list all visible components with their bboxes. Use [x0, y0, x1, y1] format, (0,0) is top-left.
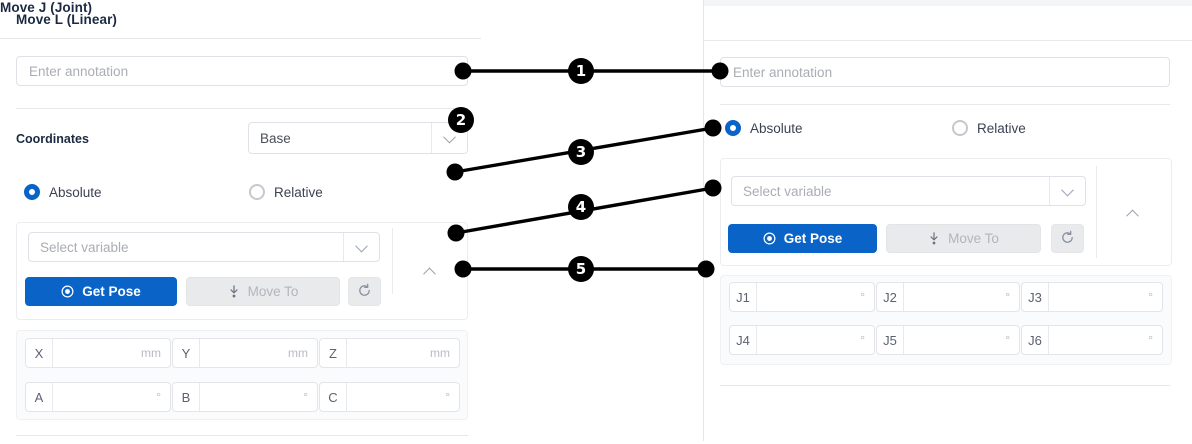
variable-select-placeholder-left: Select variable	[40, 239, 129, 255]
annotation-marker-5: 5	[568, 256, 594, 282]
pose-field-key: X	[26, 339, 53, 367]
get-pose-label-right: Get Pose	[783, 231, 843, 246]
divider	[704, 40, 1192, 41]
annotation-marker-3: 3	[568, 139, 594, 165]
pose-field-z[interactable]: Z mm	[319, 338, 460, 368]
move-l-panel: Move L (Linear) Enter annotation Coordin…	[0, 0, 481, 441]
panel-top-strip	[704, 0, 1192, 6]
pose-field-key: Y	[173, 339, 200, 367]
page-title-move-l: Move L (Linear)	[16, 12, 118, 27]
annotation-input-right[interactable]: Enter annotation	[720, 57, 1170, 87]
radio-absolute-label-left: Absolute	[49, 184, 102, 200]
radio-relative-left[interactable]: Relative	[249, 184, 323, 200]
pose-field-unit: mm	[141, 346, 161, 360]
annotation-placeholder-right: Enter annotation	[733, 64, 833, 80]
refresh-icon	[1060, 230, 1075, 248]
pose-field-unit: mm	[430, 346, 450, 360]
chevron-down-icon	[343, 233, 379, 261]
annotation-input-left[interactable]: Enter annotation	[16, 56, 468, 86]
radio-relative-label-right: Relative	[977, 120, 1026, 136]
coordinates-select[interactable]: Base	[248, 122, 468, 154]
target-dot-icon	[763, 232, 776, 245]
joint-field-j5[interactable]: J5 °	[876, 325, 1020, 355]
radio-absolute-label-right: Absolute	[750, 120, 803, 136]
annotation-marker-4: 4	[568, 194, 594, 220]
pose-field-b[interactable]: B °	[172, 382, 318, 412]
joint-field-j4[interactable]: J4 °	[729, 325, 875, 355]
divider	[720, 385, 1170, 386]
chevron-down-icon	[431, 123, 467, 153]
pose-field-x[interactable]: X mm	[25, 338, 171, 368]
radio-dot-selected-icon	[725, 120, 741, 136]
move-to-button-right[interactable]: Move To	[886, 224, 1041, 253]
joint-field-unit: °	[1148, 290, 1153, 304]
divider	[1096, 166, 1097, 258]
pose-field-unit: mm	[288, 346, 308, 360]
joint-field-key: J5	[877, 326, 904, 354]
radio-dot-selected-icon	[24, 184, 40, 200]
move-down-to-point-icon	[928, 231, 940, 246]
joint-field-key: J4	[730, 326, 757, 354]
divider	[16, 435, 468, 436]
joint-field-unit: °	[1148, 333, 1153, 347]
move-down-to-point-icon	[228, 284, 240, 299]
annotation-placeholder-left: Enter annotation	[29, 63, 129, 79]
get-pose-button-left[interactable]: Get Pose	[25, 277, 177, 306]
joint-field-unit: °	[1005, 290, 1010, 304]
pose-field-unit: °	[156, 390, 161, 404]
chevron-down-icon	[1049, 177, 1085, 205]
divider	[720, 104, 1170, 105]
pose-field-key: A	[26, 383, 53, 411]
pose-field-unit: °	[303, 390, 308, 404]
radio-relative-label-left: Relative	[274, 184, 323, 200]
pose-field-y[interactable]: Y mm	[172, 338, 318, 368]
joint-field-key: J1	[730, 283, 757, 311]
pose-field-key: B	[173, 383, 200, 411]
pose-field-unit: °	[445, 390, 450, 404]
pose-field-key: Z	[320, 339, 347, 367]
annotation-marker-1: 1	[568, 58, 594, 84]
joint-field-key: J2	[877, 283, 904, 311]
chevron-up-icon-right[interactable]	[1122, 205, 1142, 223]
radio-absolute-right[interactable]: Absolute	[725, 120, 803, 136]
divider	[0, 38, 481, 39]
radio-relative-right[interactable]: Relative	[952, 120, 1026, 136]
pose-field-key: C	[320, 383, 347, 411]
radio-absolute-left[interactable]: Absolute	[24, 184, 102, 200]
move-to-label-right: Move To	[948, 231, 999, 246]
variable-select-placeholder-right: Select variable	[743, 183, 832, 199]
reset-button-left[interactable]	[348, 277, 381, 306]
coordinates-label: Coordinates	[16, 132, 89, 146]
radio-dot-icon	[249, 184, 265, 200]
chevron-up-icon-left[interactable]	[419, 263, 439, 281]
pose-field-c[interactable]: C °	[319, 382, 460, 412]
joint-field-unit: °	[1005, 333, 1010, 347]
variable-select-right[interactable]: Select variable	[731, 176, 1086, 206]
move-to-button-left[interactable]: Move To	[186, 277, 340, 306]
joint-field-j6[interactable]: J6 °	[1021, 325, 1163, 355]
joint-field-j2[interactable]: J2 °	[876, 282, 1020, 312]
page-title-move-j: Move J (Joint)	[0, 0, 93, 15]
joint-field-key: J6	[1022, 326, 1049, 354]
coordinates-select-value: Base	[260, 130, 291, 146]
get-pose-button-right[interactable]: Get Pose	[728, 224, 877, 253]
divider	[392, 228, 393, 294]
divider	[16, 108, 468, 109]
variable-select-left[interactable]: Select variable	[28, 232, 380, 262]
joint-field-unit: °	[860, 290, 865, 304]
joint-field-key: J3	[1022, 283, 1049, 311]
get-pose-label-left: Get Pose	[82, 284, 141, 299]
refresh-icon	[357, 283, 372, 301]
pose-field-a[interactable]: A °	[25, 382, 171, 412]
target-dot-icon	[61, 285, 74, 298]
joint-field-unit: °	[860, 333, 865, 347]
move-to-label-left: Move To	[247, 284, 299, 299]
radio-dot-icon	[952, 120, 968, 136]
joint-field-j1[interactable]: J1 °	[729, 282, 875, 312]
joint-field-j3[interactable]: J3 °	[1021, 282, 1163, 312]
reset-button-right[interactable]	[1051, 224, 1084, 253]
